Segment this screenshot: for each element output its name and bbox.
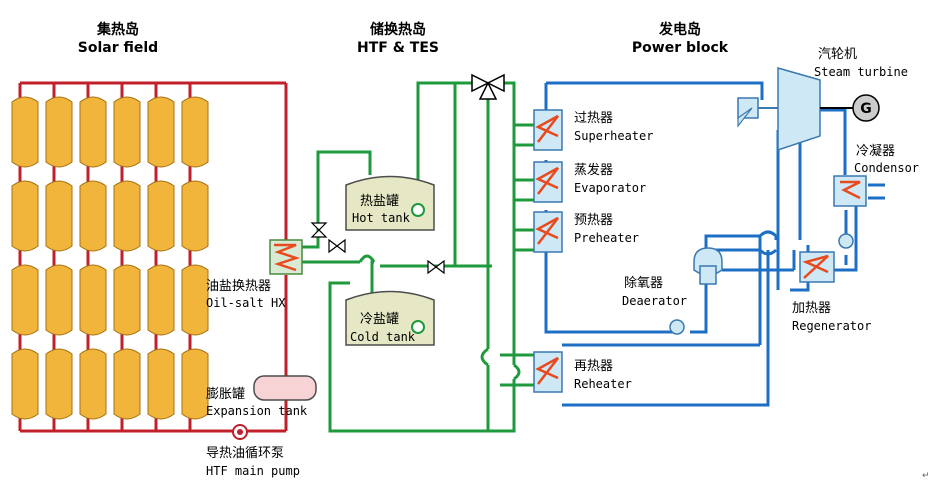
condensor-label-cn: 冷凝器	[856, 143, 895, 159]
solar-collector-r4-c2	[45, 348, 73, 420]
steam-turbine-label-en: Steam turbine	[814, 65, 908, 79]
salt-piping	[302, 81, 534, 433]
htf-pump-label-en: HTF main pump	[206, 464, 300, 478]
reheater	[533, 351, 563, 393]
hot-salt-tank	[345, 175, 435, 231]
solar-collector-r4-c5	[147, 348, 175, 420]
storage-title-cn: 储换热岛	[369, 21, 426, 38]
superheater	[533, 109, 563, 151]
evaporator-label-cn: 蒸发器	[574, 162, 613, 178]
preheater-label-en: Preheater	[574, 231, 639, 245]
solar-collector-r1-c6	[181, 96, 209, 168]
cold-tank-label-en: Cold tank	[350, 330, 416, 344]
cold-salt-tank	[345, 290, 435, 346]
oil-salt-hx-label-en: Oil-salt HX	[206, 296, 286, 310]
solar-collector-r1-c4	[113, 96, 141, 168]
solar-collector-r1-c2	[45, 96, 73, 168]
regenerator-label-en: Regenerator	[792, 319, 871, 333]
solar-collector-r2-c4	[113, 180, 141, 252]
superheater-label-cn: 过热器	[574, 111, 613, 126]
steam-turbine-label-cn: 汽轮机	[818, 47, 857, 62]
regenerator	[799, 251, 835, 283]
return-marker: ↵	[922, 471, 930, 481]
solar-collector-r2-c1	[11, 180, 39, 252]
solar-collector-r2-c2	[45, 180, 73, 252]
expansion-tank-label-en: Expansion tank	[206, 404, 308, 418]
deaerator-label-cn: 除氧器	[624, 276, 663, 291]
solar-collector-r3-c4	[113, 264, 141, 336]
power-block-title-cn: 发电岛	[658, 21, 701, 38]
solar-collector-r3-c2	[45, 264, 73, 336]
htf-pump-label-cn: 导热油循环泵	[206, 446, 284, 461]
deaerator	[693, 247, 723, 285]
expansion-tank-label-cn: 膨胀罐	[206, 387, 245, 402]
three-way-valve	[471, 73, 505, 100]
condensor-label-en: Condensor	[854, 161, 919, 175]
reheater-label-en: Reheater	[574, 377, 632, 391]
storage-title-en: HTF & TES	[357, 40, 439, 56]
superheater-label-en: Superheater	[574, 129, 653, 143]
htf-main-pump	[232, 424, 248, 440]
solar-collector-r1-c1	[11, 96, 39, 168]
preheater	[533, 211, 563, 253]
feedwater-pump	[669, 319, 685, 335]
solar-collector-r2-c5	[147, 180, 175, 252]
solar-collector-r4-c3	[79, 348, 107, 420]
solar-collector-r1-c5	[147, 96, 175, 168]
solar-collector-r2-c3	[79, 180, 107, 252]
solar-collector-r4-c4	[113, 348, 141, 420]
solar-collector-array	[11, 96, 209, 420]
deaerator-label-en: Deaerator	[622, 294, 687, 308]
condensate-pump	[838, 233, 854, 249]
solar-collector-r3-c3	[79, 264, 107, 336]
solar-collector-r3-c5	[147, 264, 175, 336]
hot-tank-label-en: Hot tank	[352, 211, 411, 225]
regenerator-label-cn: 加热器	[792, 301, 831, 316]
reheater-label-cn: 再热器	[574, 359, 613, 374]
solar-field-title-en: Solar field	[78, 40, 158, 56]
solar-collector-r2-c6	[181, 180, 209, 252]
salt-valve-2	[328, 238, 346, 254]
hot-tank-label-cn: 热盐罐	[360, 194, 399, 209]
solar-collector-r1-c3	[79, 96, 107, 168]
oil-salt-hx-label-cn: 油盐换热器	[206, 279, 271, 294]
power-block-title-en: Power block	[632, 40, 729, 56]
solar-collector-r3-c1	[11, 264, 39, 336]
generator-symbol: G	[860, 101, 872, 117]
solar-collector-r4-c1	[11, 348, 39, 420]
salt-valve-1	[310, 222, 328, 238]
salt-valve-3	[427, 259, 445, 275]
evaporator-label-en: Evaporator	[574, 181, 646, 195]
oil-salt-heat-exchanger	[269, 239, 303, 275]
generator: G	[852, 94, 880, 122]
steam-turbine	[737, 67, 853, 152]
solar-collector-r3-c6	[181, 264, 209, 336]
condensor	[833, 175, 867, 207]
preheater-label-cn: 预热器	[574, 213, 613, 228]
steam-water-piping	[544, 81, 885, 407]
solar-collector-r4-c6	[181, 348, 209, 420]
expansion-tank	[253, 375, 317, 401]
solar-field-title-cn: 集热岛	[96, 21, 139, 38]
evaporator	[533, 161, 563, 203]
cold-tank-label-cn: 冷盐罐	[360, 312, 399, 327]
